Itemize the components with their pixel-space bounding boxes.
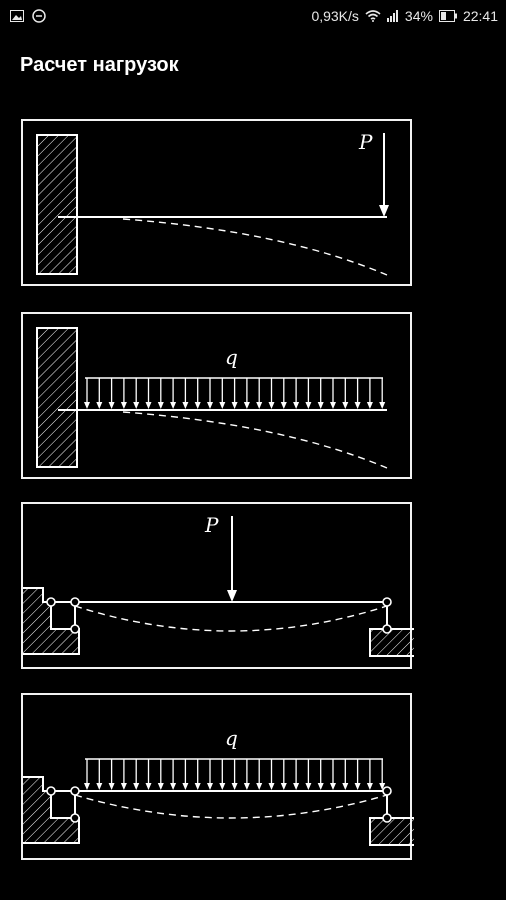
arrow-head-icon	[317, 402, 324, 409]
page-title: Расчет нагрузок	[20, 54, 179, 76]
arrow-head-icon	[145, 402, 152, 409]
distributed-load-arrows	[84, 759, 386, 790]
arrow-head-icon	[207, 783, 213, 790]
arrow-head-icon	[379, 783, 386, 790]
arrow-head-icon	[293, 783, 300, 790]
arrow-head-icon	[108, 783, 115, 790]
arrow-head-icon	[194, 783, 201, 790]
hinge-icon	[382, 597, 392, 607]
arrow-head-icon	[330, 402, 336, 409]
arrow-head-icon	[157, 402, 164, 409]
arrow-head-icon	[354, 783, 361, 790]
simply-supported-distributed-load-card[interactable]: q	[21, 693, 414, 860]
hinge-icon	[382, 813, 392, 823]
simply-supported-point-load-diagram: P	[23, 513, 414, 657]
arrow-head-icon	[256, 402, 263, 409]
cantilever-distributed-load-diagram: q	[36, 327, 388, 469]
arrow-head-icon	[243, 783, 250, 790]
distributed-load-arrows	[84, 378, 386, 409]
signal-icon	[386, 10, 399, 22]
right-support	[369, 817, 414, 846]
arrow-head-icon	[305, 402, 312, 409]
arrow-head-icon	[145, 783, 152, 790]
hinge-icon	[70, 786, 80, 796]
arrow-head-icon	[280, 402, 287, 409]
arrow-head-icon	[379, 205, 389, 217]
arrow-head-icon	[219, 402, 226, 409]
arrow-head-icon	[182, 402, 189, 409]
arrow-head-icon	[293, 402, 300, 409]
network-speed: 0,93K/s	[311, 8, 359, 24]
arrow-head-icon	[280, 783, 287, 790]
load-label: q	[225, 345, 238, 369]
image-icon	[10, 10, 24, 22]
arrow-head-icon	[108, 402, 115, 409]
arrow-head-icon	[366, 402, 373, 409]
arrow-head-icon	[342, 402, 349, 409]
load-label: q	[225, 726, 238, 750]
deflection-curve	[74, 605, 388, 632]
minus-circle-icon	[32, 9, 46, 23]
status-bar: 0,93K/s 34% 22:41	[0, 0, 506, 32]
deflection-curve	[74, 794, 388, 819]
arrow-head-icon	[305, 783, 312, 790]
hinge-icon	[70, 597, 80, 607]
arrow-head-icon	[157, 783, 164, 790]
arrow-head-icon	[170, 783, 177, 790]
simply-supported-distributed-load-diagram: q	[23, 726, 414, 846]
arrow-head-icon	[231, 783, 238, 790]
arrow-head-icon	[133, 402, 140, 409]
deflection-curve	[122, 218, 388, 276]
arrow-head-icon	[84, 783, 90, 790]
load-label: P	[358, 130, 373, 154]
arrow-head-icon	[243, 402, 250, 409]
hinge-icon	[70, 624, 80, 634]
wall-support	[36, 134, 78, 275]
arrow-head-icon	[133, 783, 140, 790]
cantilever-point-load-diagram: P	[36, 130, 389, 276]
hinge-icon	[46, 597, 56, 607]
cantilever-distributed-load-card[interactable]: q	[21, 312, 412, 479]
arrow-head-icon	[231, 402, 238, 409]
arrow-head-icon	[268, 783, 275, 790]
arrow-head-icon	[96, 402, 103, 409]
load-label: P	[204, 513, 219, 537]
arrow-head-icon	[170, 402, 177, 409]
arrow-head-icon	[256, 783, 263, 790]
hinge-icon	[382, 624, 392, 634]
arrow-head-icon	[379, 402, 386, 409]
arrow-head-icon	[207, 402, 213, 409]
battery-percent: 34%	[404, 8, 433, 24]
arrow-head-icon	[342, 783, 349, 790]
hinge-icon	[46, 786, 56, 796]
arrow-head-icon	[354, 402, 361, 409]
arrow-head-icon	[268, 402, 275, 409]
arrow-head-icon	[366, 783, 373, 790]
arrow-head-icon	[120, 783, 127, 790]
hinge-icon	[70, 813, 80, 823]
hinge-icon	[382, 786, 392, 796]
arrow-head-icon	[194, 402, 201, 409]
battery-icon	[438, 10, 457, 22]
arrow-head-icon	[317, 783, 324, 790]
simply-supported-point-load-card[interactable]: P	[21, 502, 414, 669]
left-support	[23, 776, 80, 844]
wall-support	[36, 327, 78, 468]
deflection-curve	[122, 411, 388, 469]
arrow-head-icon	[219, 783, 226, 790]
arrow-head-icon	[330, 783, 336, 790]
cantilever-point-load-card[interactable]: P	[21, 119, 412, 286]
arrow-head-icon	[182, 783, 189, 790]
arrow-head-icon	[120, 402, 127, 409]
arrow-head-icon	[227, 590, 237, 602]
clock: 22:41	[462, 8, 498, 24]
wifi-icon	[365, 10, 381, 22]
arrow-head-icon	[96, 783, 103, 790]
right-support	[369, 628, 414, 657]
arrow-head-icon	[84, 402, 90, 409]
left-support	[23, 587, 80, 655]
